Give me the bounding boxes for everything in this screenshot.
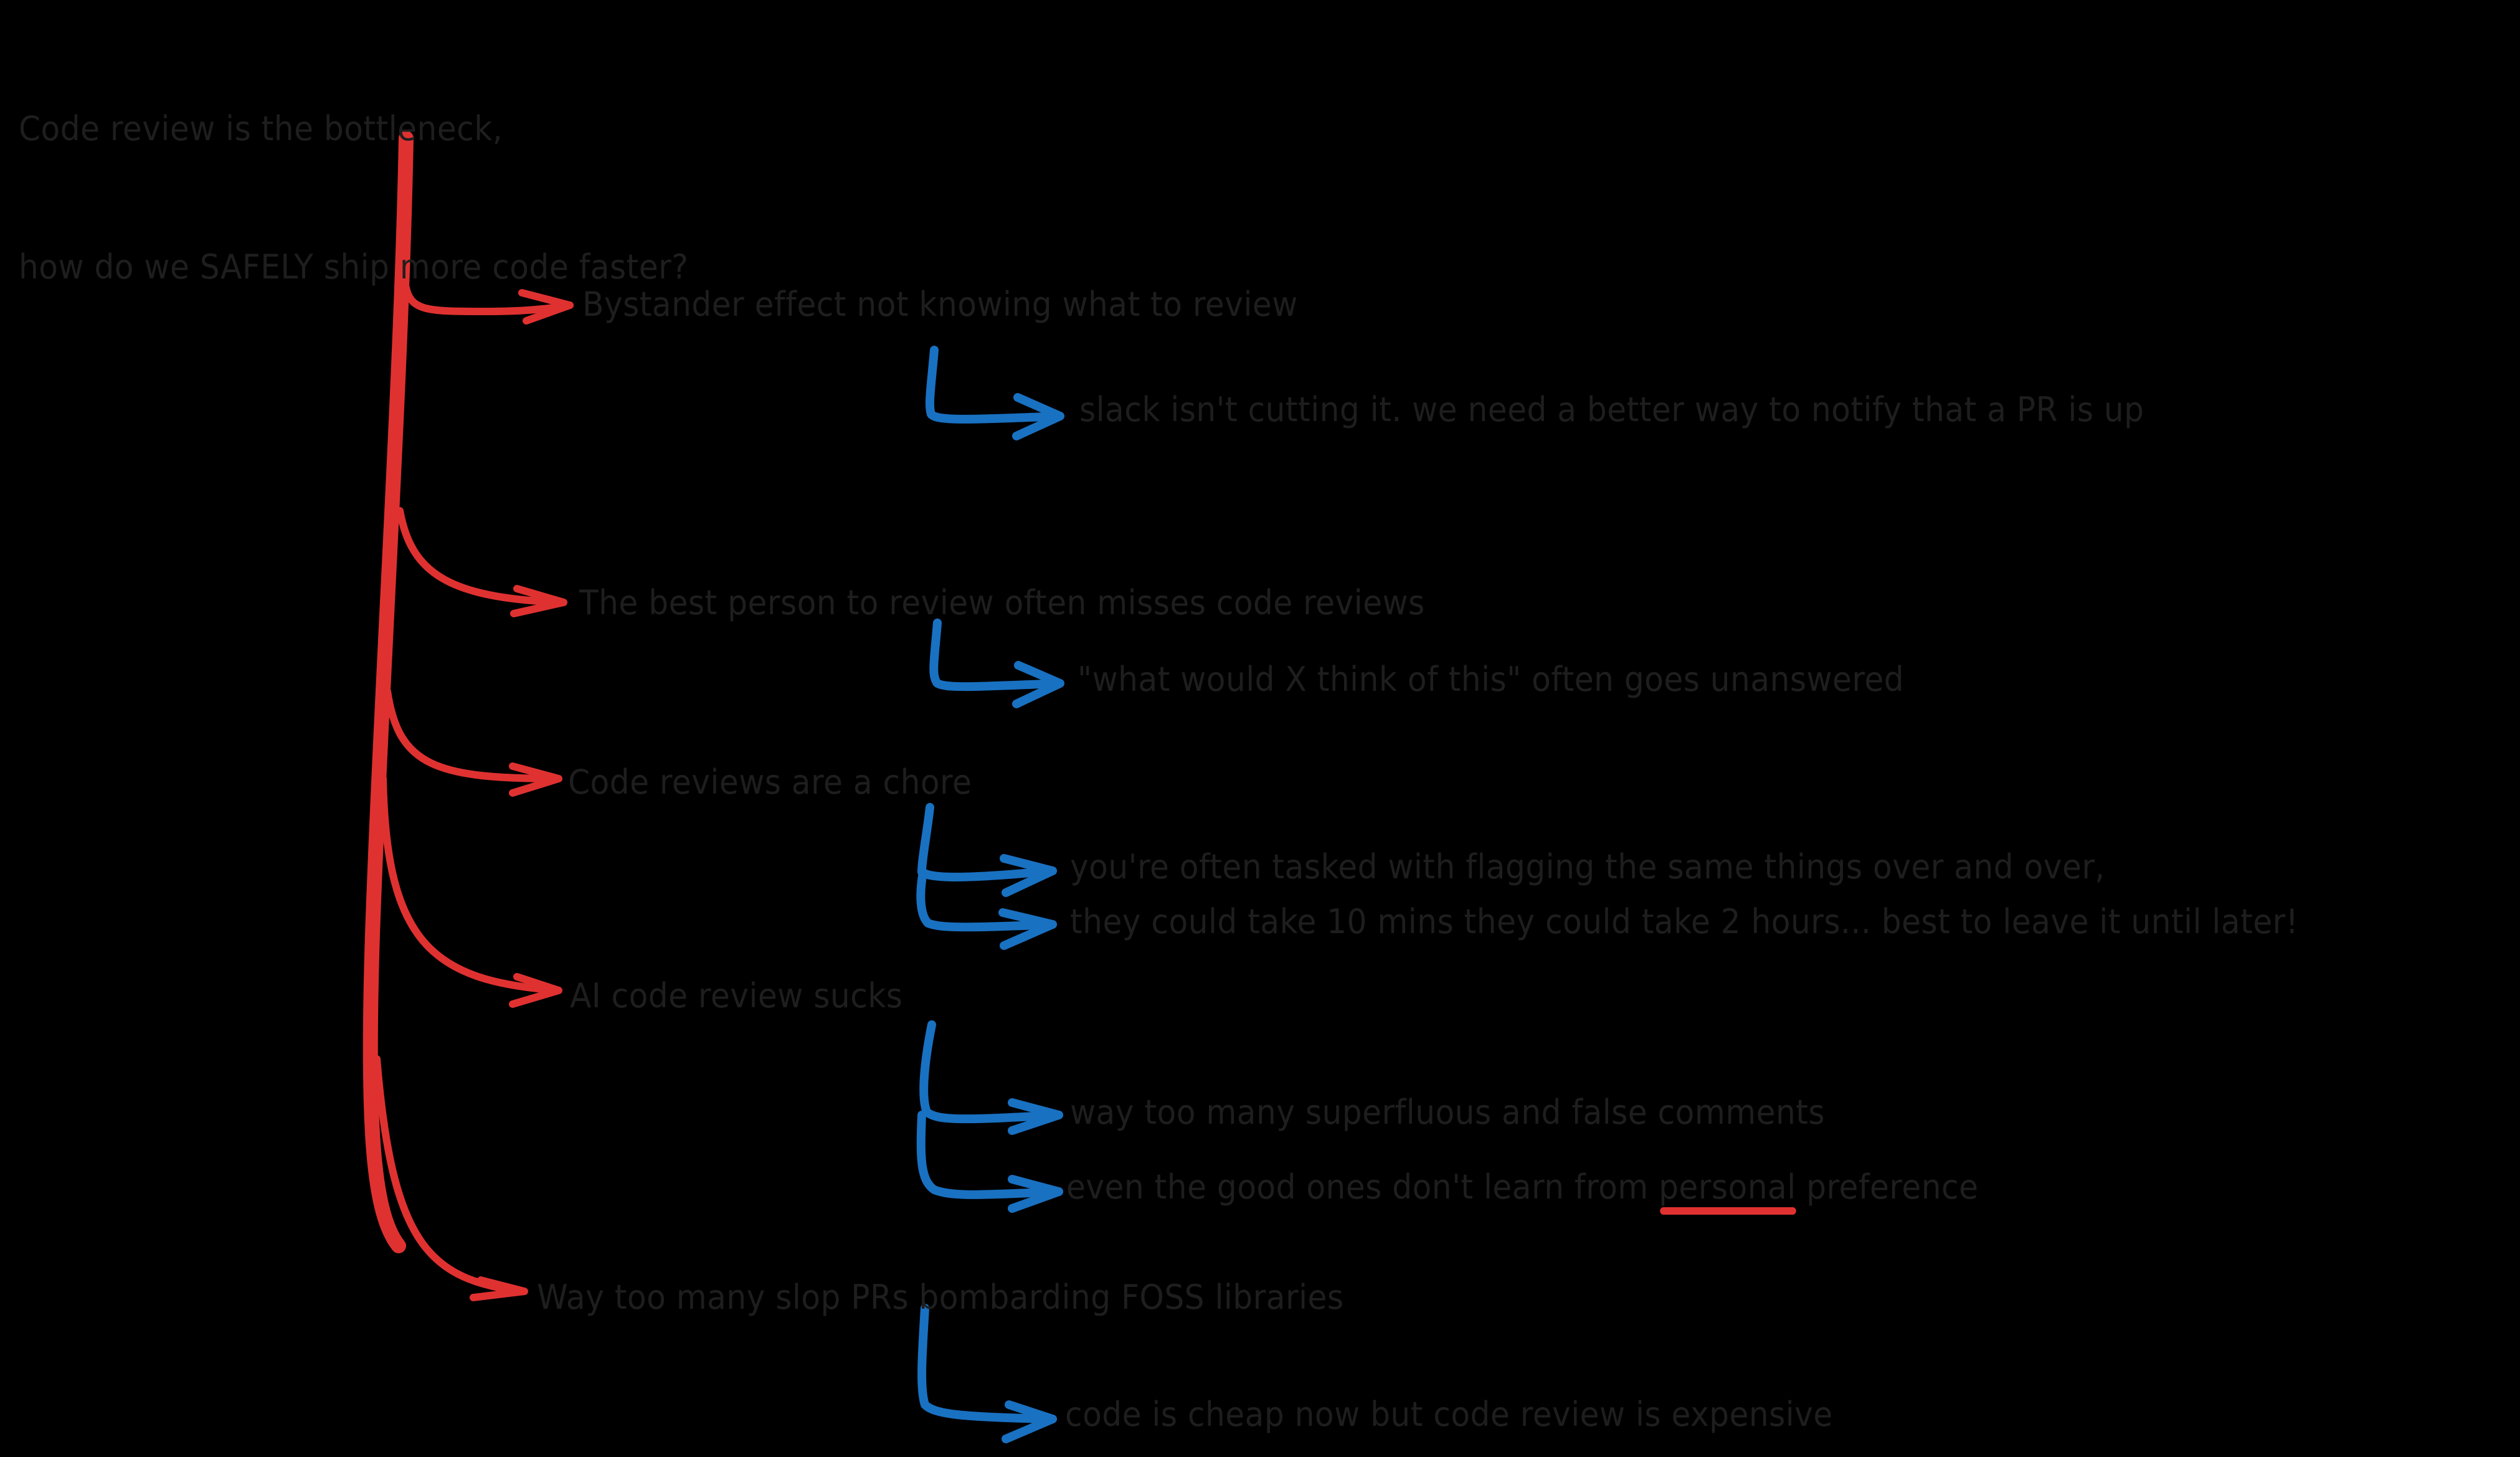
subnode-unpredictable-duration: they could take 10 mins they could take … xyxy=(1070,902,2299,941)
branch-arrow-5 xyxy=(373,1055,527,1295)
branch-node-bystander-effect: Bystander effect not knowing what to rev… xyxy=(582,285,1298,324)
subnode-slack-notifications: slack isn't cutting it. we need a better… xyxy=(1079,390,2144,429)
branch-arrow-2 xyxy=(396,507,564,606)
branch-node-best-reviewer: The best person to review often misses c… xyxy=(579,583,1425,622)
subnode-superfluous-comments: way too many superfluous and false comme… xyxy=(1070,1093,1826,1132)
sub-arrow-3b xyxy=(916,868,1057,932)
sub-arrow-2 xyxy=(929,619,1063,691)
subnode-personal-preference-before: even the good ones don't learn from xyxy=(1066,1167,1659,1207)
underlined-personal-emphasis: personal xyxy=(1659,1165,1796,1215)
subnode-personal-preference-after: preference xyxy=(1796,1167,1979,1207)
branch-node-chore: Code reviews are a chore xyxy=(568,762,972,802)
subnode-personal-preference: even the good ones don't learn from pers… xyxy=(1066,1165,1979,1215)
subnode-review-expensive: code is cheap now but code review is exp… xyxy=(1065,1395,1833,1434)
sub-arrow-3a xyxy=(917,803,1057,881)
root-question-line-1: Code review is the bottleneck, xyxy=(19,109,503,148)
branch-arrow-3 xyxy=(384,688,561,782)
sub-arrow-5 xyxy=(917,1304,1057,1423)
branch-node-slop-prs: Way too many slop PRs bombarding FOSS li… xyxy=(537,1278,1344,1317)
subnode-repetitive-flagging: you're often tasked with flagging the sa… xyxy=(1070,847,2105,886)
root-question-line-2: how do we SAFELY ship more code faster? xyxy=(19,247,689,287)
sub-arrow-4b xyxy=(916,1111,1063,1199)
subnode-unanswered-questions: "what would X think of this" often goes … xyxy=(1078,660,1905,699)
branch-arrow-4 xyxy=(379,775,561,994)
root-question: Code review is the bottleneck, how do we… xyxy=(19,14,688,382)
sub-arrow-4a xyxy=(919,1020,1063,1124)
sub-arrow-1 xyxy=(925,346,1063,424)
branch-node-ai-review: AI code review sucks xyxy=(570,976,903,1015)
